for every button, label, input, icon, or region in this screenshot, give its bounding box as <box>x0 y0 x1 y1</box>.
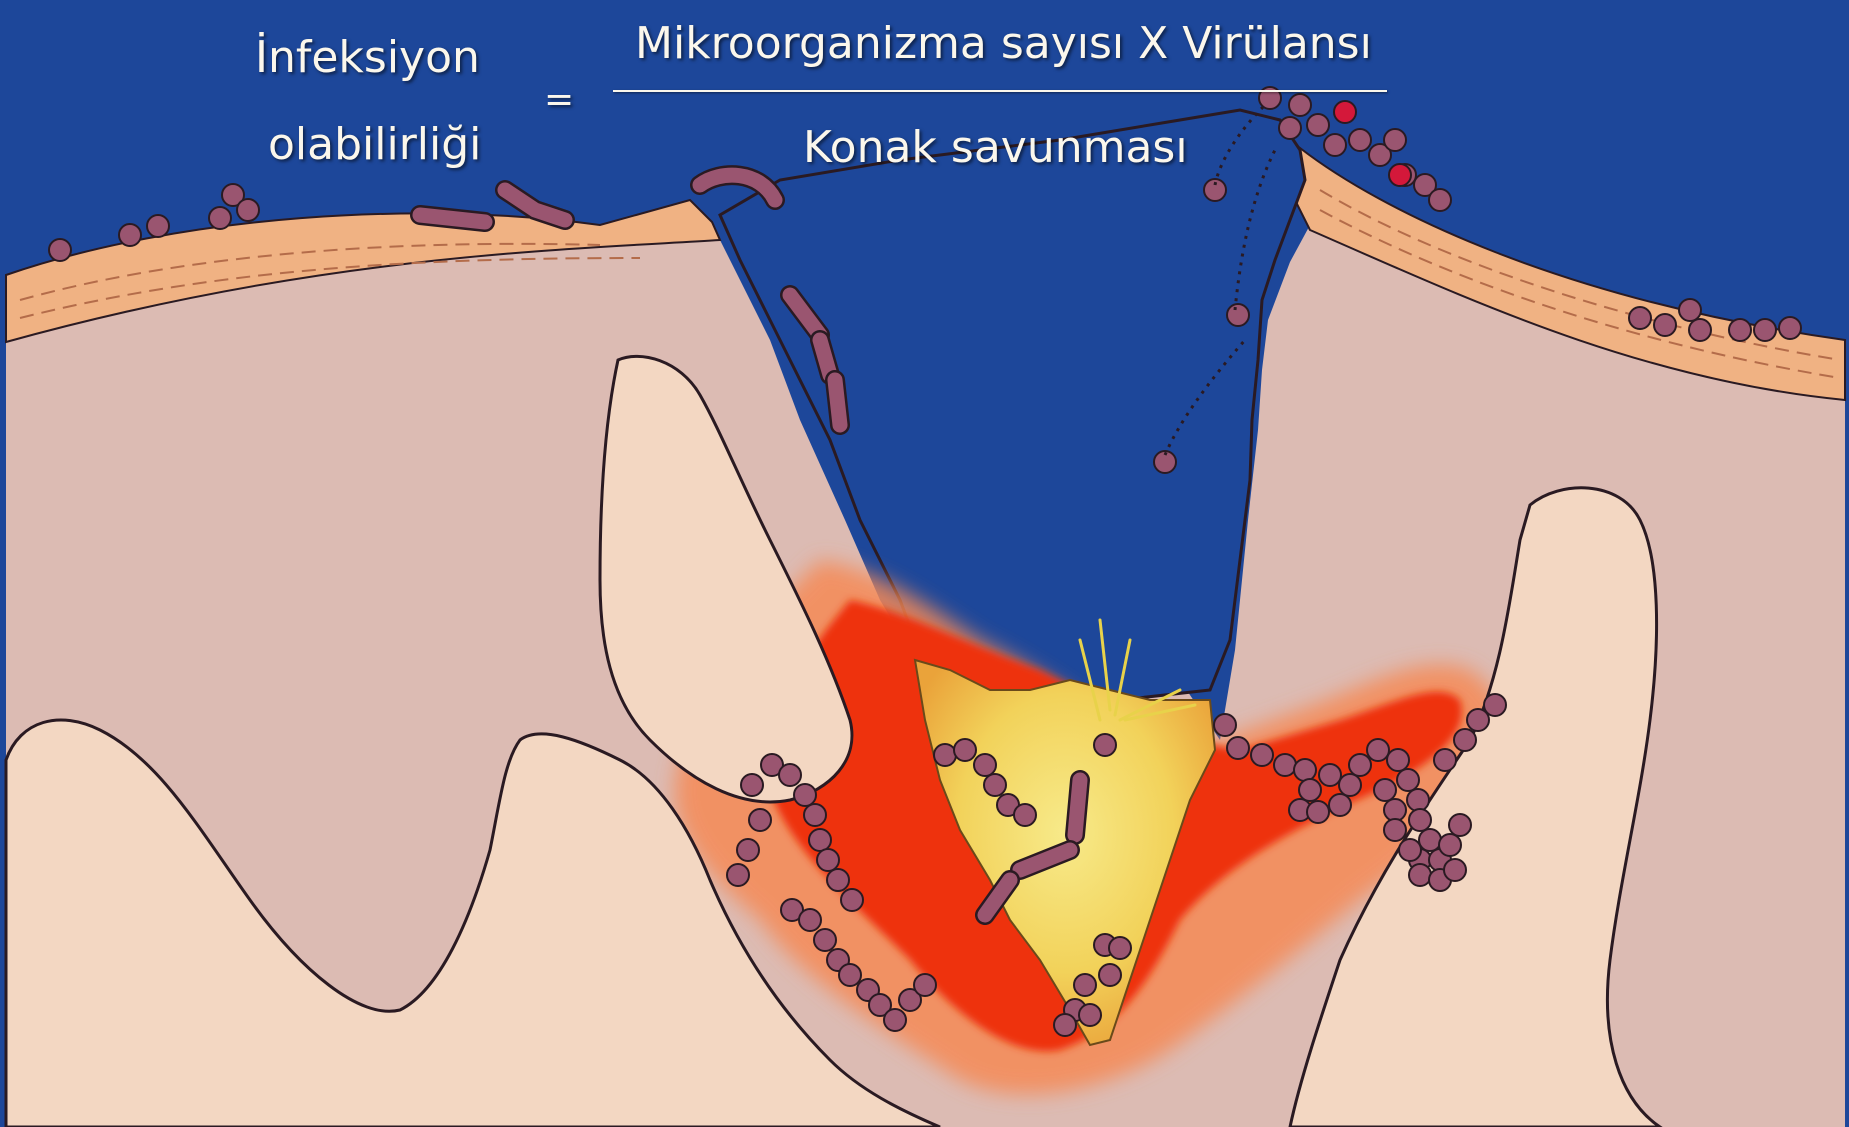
coccus <box>1384 819 1406 841</box>
coccus <box>1449 814 1471 836</box>
coccus <box>884 1009 906 1031</box>
coccus <box>741 774 763 796</box>
coccus <box>1349 129 1371 151</box>
formula-lhs-line2: olabilirliği <box>268 123 481 167</box>
coccus <box>1419 829 1441 851</box>
coccus <box>1374 779 1396 801</box>
coccus <box>954 739 976 761</box>
coccus <box>1074 974 1096 996</box>
coccus <box>1054 1014 1076 1036</box>
bacillus <box>820 340 830 375</box>
coccus <box>1384 129 1406 151</box>
coccus <box>1109 937 1131 959</box>
coccus <box>914 974 936 996</box>
coccus <box>1434 749 1456 771</box>
formula-numerator: Mikroorganizma sayısı X Virülansı <box>635 22 1372 66</box>
coccus <box>817 849 839 871</box>
coccus <box>1274 754 1296 776</box>
coccus <box>1679 299 1701 321</box>
coccus <box>1319 764 1341 786</box>
coccus <box>809 829 831 851</box>
coccus <box>984 774 1006 796</box>
bacillus <box>420 215 485 222</box>
coccus <box>1384 799 1406 821</box>
coccus <box>1307 114 1329 136</box>
coccus <box>1399 839 1421 861</box>
coccus <box>1389 164 1411 186</box>
coccus <box>1454 729 1476 751</box>
bacillus <box>835 380 840 425</box>
coccus <box>1689 319 1711 341</box>
coccus <box>1367 739 1389 761</box>
formula-lhs-line1: İnfeksiyon <box>255 36 480 80</box>
coccus <box>49 239 71 261</box>
formula-denominator: Konak savunması <box>803 126 1188 170</box>
coccus <box>1307 801 1329 823</box>
coccus <box>737 839 759 861</box>
formula-equals: = <box>544 82 574 118</box>
coccus <box>209 207 231 229</box>
coccus <box>1094 734 1116 756</box>
coccus <box>1227 304 1249 326</box>
coccus <box>1484 694 1506 716</box>
coccus <box>1444 859 1466 881</box>
coccus <box>814 929 836 951</box>
coccus <box>1754 319 1776 341</box>
coccus <box>974 754 996 776</box>
coccus <box>119 224 141 246</box>
coccus <box>1279 117 1301 139</box>
coccus <box>1294 759 1316 781</box>
coccus <box>1779 317 1801 339</box>
coccus <box>1429 189 1451 211</box>
coccus <box>1251 744 1273 766</box>
coccus <box>1299 779 1321 801</box>
coccus <box>727 864 749 886</box>
coccus <box>1407 789 1429 811</box>
coccus <box>1227 737 1249 759</box>
coccus <box>1654 314 1676 336</box>
coccus <box>794 784 816 806</box>
coccus <box>839 964 861 986</box>
coccus <box>1409 864 1431 886</box>
coccus <box>779 764 801 786</box>
coccus <box>827 869 849 891</box>
coccus <box>841 889 863 911</box>
coccus <box>1339 774 1361 796</box>
coccus <box>1729 319 1751 341</box>
coccus <box>1397 769 1419 791</box>
coccus <box>237 199 259 221</box>
bacillus <box>1075 780 1080 835</box>
coccus <box>1629 307 1651 329</box>
coccus <box>1324 134 1346 156</box>
coccus <box>147 215 169 237</box>
coccus <box>1387 749 1409 771</box>
coccus <box>1439 834 1461 856</box>
coccus <box>804 804 826 826</box>
coccus <box>1334 101 1356 123</box>
coccus <box>1079 1004 1101 1026</box>
coccus <box>1349 754 1371 776</box>
coccus <box>1014 804 1036 826</box>
fraction-bar <box>613 90 1387 92</box>
coccus <box>1214 714 1236 736</box>
coccus <box>1289 94 1311 116</box>
coccus <box>1409 809 1431 831</box>
coccus <box>799 909 821 931</box>
coccus <box>1099 964 1121 986</box>
coccus <box>1329 794 1351 816</box>
coccus <box>749 809 771 831</box>
coccus <box>934 744 956 766</box>
